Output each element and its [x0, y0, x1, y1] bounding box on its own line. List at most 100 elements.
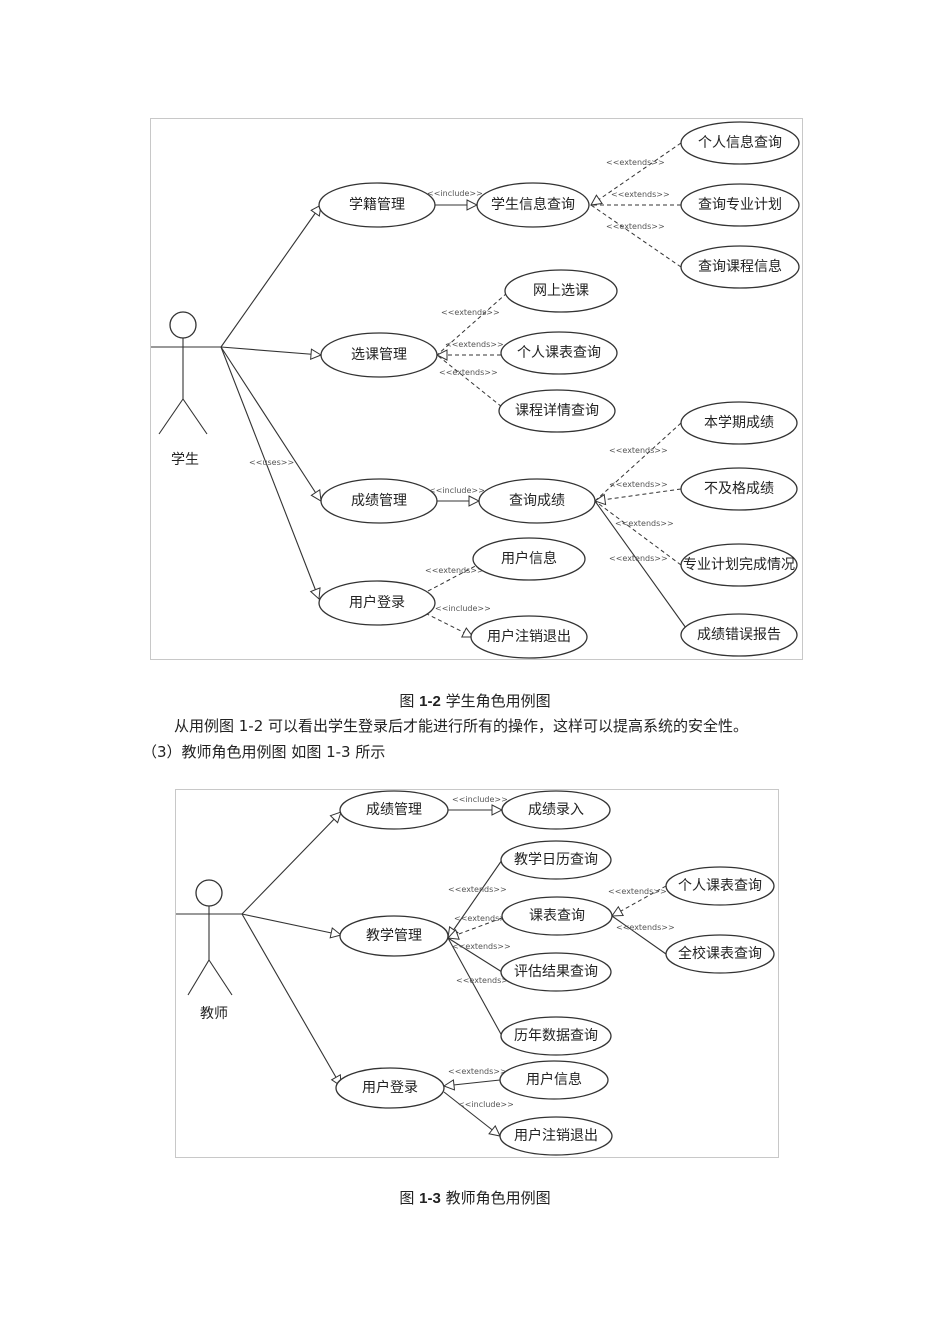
student-actor-label: 学生 — [171, 452, 199, 468]
use-case-plan-completion: 专业计划完成情况 — [680, 543, 798, 587]
svg-text:选课管理: 选课管理 — [351, 347, 407, 363]
use-case-grade-mgmt: 成绩管理 — [320, 478, 438, 524]
extends-label: <<extends>> — [445, 340, 504, 349]
use-case-timetable-query: 课表查询 — [501, 896, 613, 936]
include-label: <<include>> — [427, 189, 483, 198]
svg-text:查询成绩: 查询成绩 — [509, 493, 565, 509]
teacher-actor-label: 教师 — [200, 1006, 228, 1022]
svg-text:教学日历查询: 教学日历查询 — [514, 852, 598, 868]
include-label: <<include>> — [435, 604, 491, 613]
use-case-personal-info-query: 个人信息查询 — [680, 121, 800, 165]
svg-text:本学期成绩: 本学期成绩 — [704, 415, 774, 431]
svg-text:不及格成绩: 不及格成绩 — [704, 481, 774, 497]
use-case-historical-data: 历年数据查询 — [500, 1016, 612, 1056]
svg-text:课程详情查询: 课程详情查询 — [515, 403, 599, 419]
svg-text:评估结果查询: 评估结果查询 — [514, 964, 598, 980]
body-paragraph: 从用例图 1-2 可以看出学生登录后才能进行所有的操作，这样可以提高系统的安全性… — [174, 717, 749, 735]
use-case-course-selection-mgmt: 选课管理 — [320, 332, 438, 378]
extends-label: <<extends>> — [448, 1067, 507, 1076]
use-case-personal-timetable: 个人课表查询 — [665, 866, 775, 906]
svg-text:课表查询: 课表查询 — [529, 908, 585, 924]
figure-caption: 图 1-3 教师角色用例图 — [0, 1187, 950, 1208]
svg-text:成绩错误报告: 成绩错误报告 — [697, 627, 781, 643]
body-paragraph: （3）教师角色用例图 如图 1-3 所示 — [142, 743, 386, 761]
svg-text:专业计划完成情况: 专业计划完成情况 — [683, 557, 795, 573]
extends-label: <<extends>> — [425, 566, 484, 575]
use-case-grade-entry: 成绩录入 — [501, 790, 611, 830]
caption-prefix: 图 — [399, 1189, 420, 1207]
uses-label: <<uses>> — [249, 458, 294, 467]
svg-text:个人信息查询: 个人信息查询 — [698, 134, 782, 151]
extends-label: <<extends>> — [456, 976, 515, 985]
include-label: <<include>> — [458, 1100, 514, 1109]
extends-label: <<extends>> — [441, 308, 500, 317]
svg-text:用户信息: 用户信息 — [501, 550, 557, 567]
extends-label: <<extends>> — [454, 914, 513, 923]
svg-text:查询课程信息: 查询课程信息 — [698, 258, 782, 275]
svg-text:成绩录入: 成绩录入 — [528, 802, 584, 818]
caption-text: 学生角色用例图 — [440, 692, 551, 710]
use-case-user-info: 用户信息 — [499, 1060, 609, 1100]
svg-text:用户注销退出: 用户注销退出 — [487, 628, 571, 645]
svg-text:学籍管理: 学籍管理 — [349, 196, 405, 213]
extends-label: <<extends>> — [606, 158, 665, 167]
use-case-online-selection: 网上选课 — [504, 269, 618, 313]
use-case-user-login: 用户登录 — [335, 1067, 445, 1109]
svg-text:成绩管理: 成绩管理 — [351, 493, 407, 509]
include-label: <<include>> — [452, 795, 508, 804]
svg-text:网上选课: 网上选课 — [533, 283, 589, 299]
student-actor — [151, 311, 221, 435]
svg-text:学生信息查询: 学生信息查询 — [491, 196, 575, 213]
use-case-teaching-calendar: 教学日历查询 — [500, 840, 612, 880]
use-case-teaching-mgmt: 教学管理 — [339, 915, 449, 957]
extends-label: <<extends>> — [439, 368, 498, 377]
extends-label: <<extends>> — [609, 446, 668, 455]
caption-number: 1-2 — [419, 693, 441, 710]
svg-text:用户信息: 用户信息 — [526, 1071, 582, 1088]
use-case-course-detail: 课程详情查询 — [498, 389, 616, 433]
extends-label: <<extends>> — [448, 885, 507, 894]
extends-label: <<extends>> — [609, 554, 668, 563]
svg-text:历年数据查询: 历年数据查询 — [514, 1028, 598, 1044]
svg-text:教学管理: 教学管理 — [366, 928, 422, 944]
svg-text:用户登录: 用户登录 — [349, 594, 405, 611]
extends-label: <<extends>> — [452, 942, 511, 951]
use-case-failed-grades: 不及格成绩 — [680, 467, 798, 511]
svg-text:成绩管理: 成绩管理 — [366, 802, 422, 818]
use-case-grade-error-report: 成绩错误报告 — [680, 613, 798, 657]
extends-label: <<extends>> — [616, 923, 675, 932]
use-case-grade-query: 查询成绩 — [478, 478, 596, 524]
use-case-user-login: 用户登录 — [318, 580, 436, 626]
figure-caption: 图 1-2 学生角色用例图 — [0, 690, 950, 711]
teacher-actor — [176, 879, 242, 996]
extends-label: <<extends>> — [611, 190, 670, 199]
svg-text:个人课表查询: 个人课表查询 — [678, 878, 762, 894]
teacher-use-case-diagram: 教师 <<include>> <<extends>> <<extends>> <… — [175, 789, 779, 1158]
use-case-school-timetable: 全校课表查询 — [665, 934, 775, 974]
use-case-xueji: 学籍管理 — [318, 182, 436, 228]
svg-text:用户登录: 用户登录 — [362, 1079, 418, 1096]
extends-label: <<extends>> — [615, 519, 674, 528]
svg-text:全校课表查询: 全校课表查询 — [678, 945, 762, 962]
use-case-user-info: 用户信息 — [472, 537, 586, 581]
include-label: <<include>> — [429, 486, 485, 495]
use-case-user-logout: 用户注销退出 — [470, 615, 588, 659]
svg-text:个人课表查询: 个人课表查询 — [517, 345, 601, 361]
use-case-personal-timetable: 个人课表查询 — [500, 331, 618, 375]
use-case-grade-mgmt: 成绩管理 — [339, 790, 449, 830]
extends-label: <<extends>> — [606, 222, 665, 231]
caption-prefix: 图 — [399, 692, 420, 710]
svg-text:用户注销退出: 用户注销退出 — [514, 1127, 598, 1144]
svg-text:查询专业计划: 查询专业计划 — [698, 197, 782, 213]
use-case-student-info-query: 学生信息查询 — [476, 182, 590, 228]
caption-number: 1-3 — [419, 1190, 441, 1207]
use-case-course-info-query: 查询课程信息 — [680, 245, 800, 289]
student-use-case-diagram: 学生 <<uses>> <<include>> <<extends>> <<ex… — [150, 118, 803, 660]
use-case-evaluation-results: 评估结果查询 — [500, 952, 612, 992]
use-case-major-plan-query: 查询专业计划 — [680, 183, 800, 227]
extends-label: <<extends>> — [609, 480, 668, 489]
use-case-term-grades: 本学期成绩 — [680, 401, 798, 445]
extends-label: <<extends>> — [608, 887, 667, 896]
use-case-user-logout: 用户注销退出 — [499, 1116, 613, 1156]
caption-text: 教师角色用例图 — [440, 1189, 551, 1207]
